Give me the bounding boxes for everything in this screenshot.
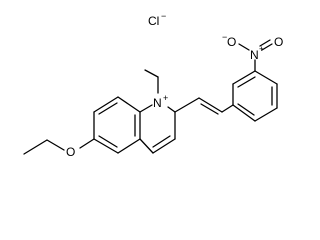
bond-vinyl-double (198, 97, 223, 113)
ether-oxygen-symbol: O (66, 145, 75, 159)
pyridinium-ring (139, 104, 176, 154)
bond-nitro-o-right (261, 43, 273, 51)
ring-nitrogen-symbol: N (153, 96, 162, 110)
bond-c4a-c8a (117, 96, 141, 113)
bond-ph-3 (254, 70, 278, 85)
nitro-nitrogen-charge: + (259, 44, 264, 54)
bond-ph-2 (232, 70, 256, 85)
ethoxy-group: O (23, 138, 95, 159)
bond-c7-c6-inner (98, 135, 118, 148)
nitro-group: N + O − O (222, 32, 283, 72)
bond-c4a-n1 (139, 104, 153, 113)
nitrophenyl-ring (232, 70, 278, 122)
bond-c5-c4a (93, 96, 119, 113)
bond-c8-c7 (117, 138, 141, 154)
bond-nitro-o-right-inner (259, 39, 271, 47)
bond-c4-c8 (139, 138, 154, 154)
bond-c6-o (79, 138, 95, 149)
ring-nitrogen-charge: + (163, 93, 168, 103)
bond-c3-c4 (152, 138, 176, 154)
bond-c2-vinyl (174, 97, 200, 113)
bond-c5-c4a-inner (98, 102, 118, 115)
bond-ph-6-inner (237, 103, 255, 116)
benzo-ring (93, 96, 141, 154)
bond-ch2-ch3 (23, 139, 48, 155)
bond-vinyl-double-inner (200, 103, 219, 115)
chloride-charge: − (161, 11, 166, 21)
nitro-nitrogen-symbol: N (250, 48, 259, 62)
molecule-drawing: Cl − N + O (23, 11, 283, 159)
bond-n1-c2 (167, 106, 176, 113)
nitro-oxygen-left-charge: − (222, 32, 227, 42)
nitro-oxygen-right-symbol: O (274, 35, 283, 49)
bond-ph-6 (232, 104, 256, 122)
bond-o-ch2 (46, 139, 65, 151)
structure-diagram: Cl − N + O (23, 11, 284, 159)
bond-ph-5 (254, 107, 278, 122)
vinyl-linker (174, 97, 234, 115)
bond-nitro-o-left (238, 43, 250, 51)
bond-c7-c6 (93, 138, 119, 154)
bond-c3-c4-inner (152, 135, 171, 148)
chloride-ion: Cl − (148, 11, 166, 28)
bond-vinyl-phenyl (221, 104, 234, 113)
nitro-oxygen-left-symbol: O (227, 35, 236, 49)
bond-ph-2-inner (237, 76, 256, 88)
methyl-stub (144, 69, 159, 78)
ring-nitrogen: N + (144, 69, 168, 110)
chloride-symbol: Cl (148, 14, 159, 28)
